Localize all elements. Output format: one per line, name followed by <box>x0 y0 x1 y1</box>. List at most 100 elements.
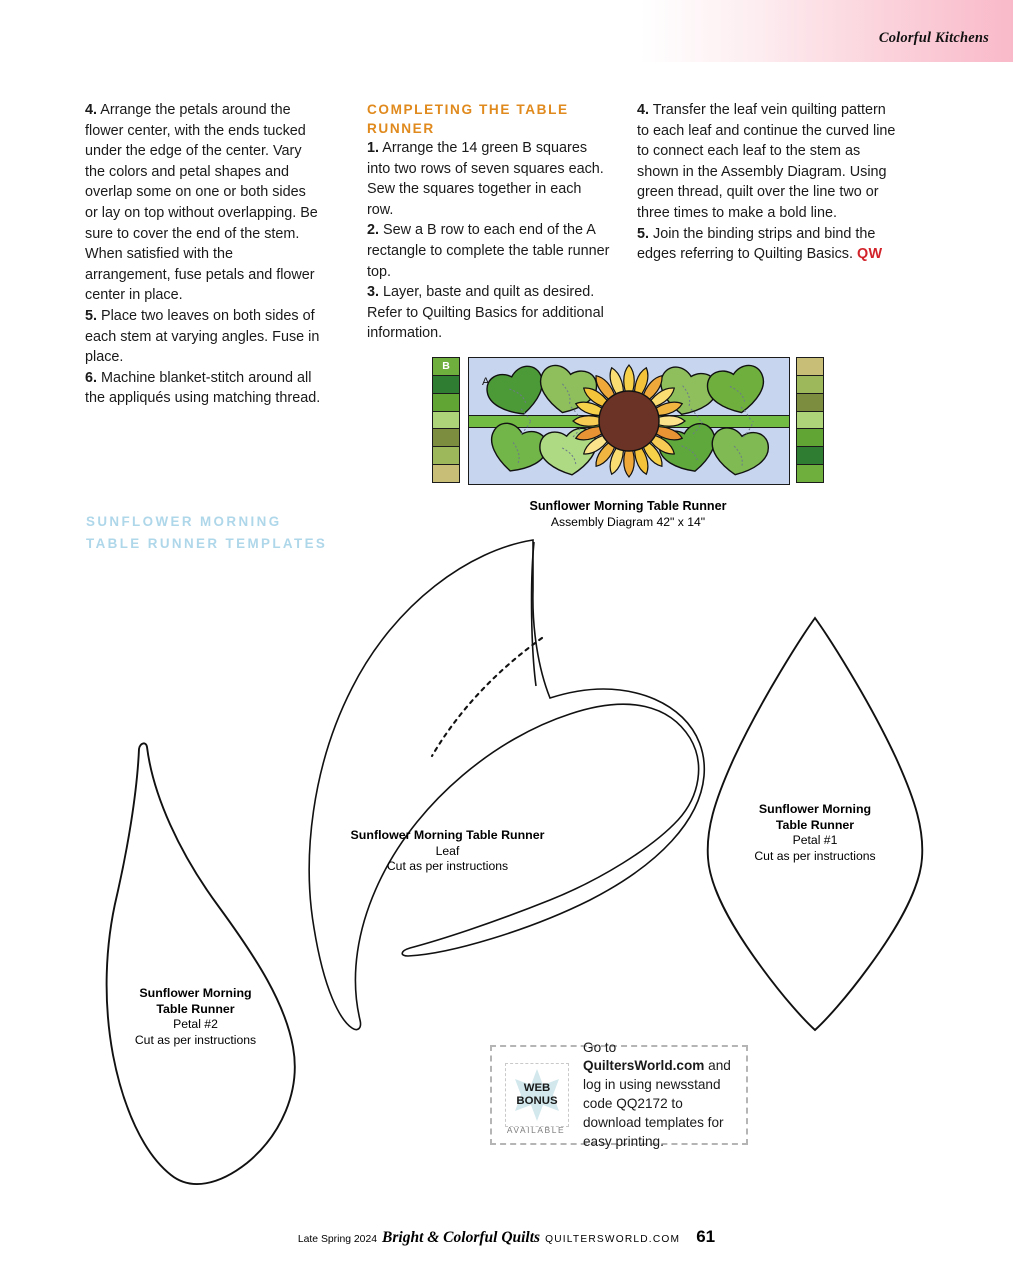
petal2-label-note: Cut as per instructions <box>134 1032 257 1047</box>
leaf-label-note: Cut as per instructions <box>386 859 509 874</box>
petal1-label-sub: Petal #1 <box>792 833 838 848</box>
b-square: B <box>432 357 460 376</box>
page-header-band <box>640 0 1013 62</box>
b-square <box>796 410 824 430</box>
step-number: 5. <box>637 225 650 242</box>
b-square <box>796 374 824 394</box>
leaf-template-shape <box>308 539 705 1031</box>
diagram-leaf-connector <box>742 420 754 438</box>
diagram-leaf-vein <box>562 383 571 406</box>
instruction-column-1: 4. Arrange the petals around the flower … <box>85 100 322 409</box>
instruction-step: 6. Machine blanket-stitch around all the… <box>85 368 322 409</box>
page-footer: Late Spring 2024 Bright & Colorful Quilts… <box>0 1227 1013 1247</box>
footer-issue-date: Late Spring 2024 <box>297 1234 378 1245</box>
page-header-title: Colorful Kitchens <box>878 30 989 46</box>
diagram-leaf <box>486 365 544 415</box>
diagram-leaf-vein <box>509 388 527 405</box>
diagram-leaf-vein <box>733 445 743 468</box>
footer-page-number: 61 <box>696 1227 716 1246</box>
b-square <box>432 446 460 466</box>
petal2-label-title2: Table Runner <box>156 1001 235 1016</box>
footer-magazine-title: Bright & Colorful Quilts <box>382 1229 541 1246</box>
instruction-step: 5. Place two leaves on both sides of eac… <box>85 306 322 368</box>
step-text: Arrange the 14 green B squares into two … <box>367 140 604 218</box>
diagram-leaf-vein <box>561 447 577 467</box>
petal2-template-shape <box>105 742 296 1185</box>
petal1-label-note: Cut as per instructions <box>754 848 876 863</box>
b-square <box>432 374 460 394</box>
instruction-step: 4. Arrange the petals around the flower … <box>85 100 322 306</box>
diagram-leaf-vein <box>512 442 520 466</box>
b-square <box>796 392 824 412</box>
step-number: 1. <box>367 140 380 156</box>
step-number: 2. <box>367 222 380 239</box>
assembly-diagram: B A <box>432 357 824 485</box>
instruction-step: 4. Transfer the leaf vein quilting patte… <box>637 100 899 224</box>
step-text: Transfer the leaf vein quilting pattern … <box>637 102 896 221</box>
petal1-template-shape <box>706 616 924 1032</box>
footer-website: QUILTERSWORLD.COM <box>545 1234 681 1245</box>
caption-title: Sunflower Morning Table Runner <box>529 499 727 513</box>
assembly-diagram-caption: Sunflower Morning Table Runner Assembly … <box>432 498 824 530</box>
instruction-column-2: COMPLETING THE TABLE RUNNER 1. Arrange t… <box>367 100 610 344</box>
b-piece-label: B <box>442 360 450 373</box>
step-text: Arrange the petals around the flower cen… <box>85 102 318 304</box>
quilt-star-icon <box>515 1069 559 1121</box>
b-square <box>796 446 824 466</box>
b-square <box>796 428 824 448</box>
step-number: 3. <box>367 284 380 301</box>
a-piece-label: A <box>482 376 490 388</box>
petal2-label-sub: Petal #2 <box>173 1017 218 1032</box>
instruction-step: 2. Sew a B row to each end of the A rect… <box>367 220 610 282</box>
templates-heading: SUNFLOWER MORNING TABLE RUNNER TEMPLATES <box>86 514 328 551</box>
b-square-column-left: B <box>432 357 460 483</box>
section-heading: COMPLETING THE TABLE RUNNER <box>367 102 569 136</box>
petal2-template-label: Sunflower Morning Table Runner Petal #2 … <box>108 986 283 1048</box>
step-number: 6. <box>85 369 98 386</box>
instruction-step: 3. Layer, baste and quilt as desired. Re… <box>367 282 610 344</box>
diagram-leaf <box>711 427 770 476</box>
step-number: 5. <box>85 307 98 324</box>
b-square <box>432 464 460 483</box>
diagram-leaf-vein <box>682 385 691 408</box>
leaf-template-label: Sunflower Morning Table Runner Leaf Cut … <box>340 828 555 875</box>
instruction-column-3: 4. Transfer the leaf vein quilting patte… <box>637 100 899 265</box>
petal2-label-title1: Sunflower Morning <box>139 986 252 1000</box>
instruction-step: 1. Arrange the 14 green B squares into t… <box>367 138 610 220</box>
diagram-sunflower-center <box>598 390 660 452</box>
step-number: 4. <box>85 102 98 118</box>
instruction-step: 5. Join the binding strips and bind the … <box>637 224 899 265</box>
end-of-article-mark: QW <box>856 246 883 263</box>
diagram-leaves-and-flower <box>486 364 770 478</box>
petal1-label-title2: Table Runner <box>775 817 855 832</box>
web-bonus-box: WEB BONUS AVAILABLE Go to QuiltersWorld.… <box>490 1040 748 1149</box>
leaf-label-sub: Leaf <box>435 843 460 858</box>
diagram-leaf <box>539 364 598 414</box>
caption-subtitle: Assembly Diagram 42" x 14" <box>550 515 706 529</box>
b-square <box>796 464 824 483</box>
web-bonus-available-label: AVAILABLE <box>506 1125 566 1135</box>
web-bonus-line1: WEB <box>523 1081 551 1094</box>
b-square <box>432 428 460 448</box>
step-number: 4. <box>637 102 650 118</box>
web-bonus-badge: WEB BONUS <box>505 1063 569 1127</box>
b-square <box>432 410 460 430</box>
web-bonus-line2: BONUS <box>516 1095 558 1107</box>
b-square-column-right <box>796 357 824 483</box>
diagram-leaf <box>706 364 765 414</box>
step-text: Sew a B row to each end of the A rectang… <box>367 222 610 280</box>
web-bonus-copy-post: and log in using newsstand code QQ2172 t… <box>583 1058 731 1149</box>
diagram-leaf-vein <box>681 445 699 463</box>
step-text: Machine blanket-stitch around all the ap… <box>85 369 321 407</box>
web-bonus-copy-pre: Go to <box>583 1039 617 1055</box>
web-bonus-badge-text: WEB BONUS <box>516 1082 557 1109</box>
a-rectangle-panel: A <box>468 357 790 485</box>
petal1-label-title1: Sunflower Morning <box>758 802 872 816</box>
diagram-leaf-vein <box>729 385 746 404</box>
web-bonus-copy: Go to QuiltersWorld.com and log in using… <box>583 1039 746 1152</box>
step-text: Layer, baste and quilt as desired. Refer… <box>367 284 604 342</box>
leaf-label-title: Sunflower Morning Table Runner <box>350 828 545 842</box>
step-text: Place two leaves on both sides of each s… <box>85 307 320 366</box>
petal1-template-label: Sunflower Morning Table Runner Petal #1 … <box>735 802 895 864</box>
step-text: Join the binding strips and bind the edg… <box>637 225 876 263</box>
